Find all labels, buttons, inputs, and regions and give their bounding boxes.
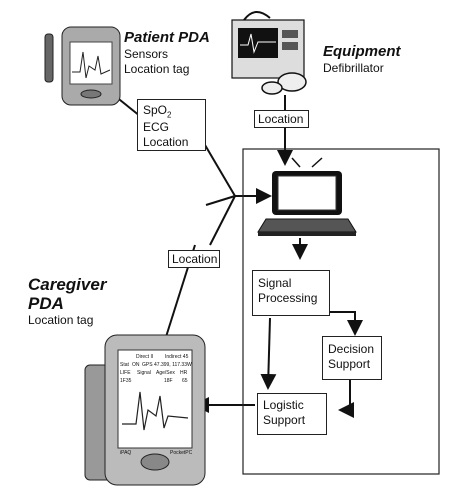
defibrillator-icon [231, 11, 307, 95]
patient-pda-icon [44, 26, 121, 106]
sensor-ecg: ECG [143, 120, 170, 135]
patient-pda-title: Patient PDA [124, 29, 210, 46]
pda-screen-row1-a: Direct II [136, 354, 153, 360]
pda-screen-row2-d: 47.399, 117.33W [154, 362, 192, 368]
patient-pda-location-tag: Location tag [124, 62, 190, 76]
sensor-location: Location [143, 135, 189, 150]
caregiver-location-tag: Location tag [28, 313, 94, 327]
pda-screen-row3-c: Age/Sex [156, 370, 175, 376]
sensor-spo2: SpO2 [143, 103, 172, 120]
pda-screen-row4-b: 18F [164, 378, 173, 384]
caregiver-title-line2: PDA [28, 294, 64, 313]
pda-screen-row1-b: Indirect 45 [165, 354, 189, 360]
caregiver-pda-icon [84, 334, 206, 486]
pda-screen-row3-d: HR [180, 370, 188, 376]
caregiver-title-line1: Caregiver [28, 275, 107, 294]
logistic-support-box: Logistic Support [257, 393, 327, 435]
pda-screen-row3-b: Signal [137, 370, 151, 376]
system-boundary [242, 148, 440, 475]
signal-processing-box: Signal Processing [252, 270, 330, 316]
pda-screen-row2-c: GPS [142, 362, 153, 368]
equipment-defibrillator: Defibrillator [323, 61, 384, 75]
laptop-icon [257, 157, 357, 236]
pda-screen-row2-a: Stat [120, 362, 130, 368]
patient-pda-sensors: Sensors [124, 47, 169, 61]
pda-brand-label: PocketPC [170, 450, 193, 456]
pda-screen-row3-a: LIFE [120, 370, 131, 376]
pda-screen-row2-b: ON [132, 362, 140, 368]
sensor-data-box: SpO2 ECG Location [137, 99, 206, 151]
equipment-title: Equipment [323, 43, 401, 60]
decision-support-box: Decision Support [322, 336, 382, 380]
pda-screen-row4-a: 1F35 [120, 378, 132, 384]
equipment-location-label: Location [254, 110, 309, 128]
caregiver-location-label: Location [168, 250, 220, 268]
pda-screen-row4-c: 65 [182, 378, 188, 384]
pda-model-label: iPAQ [120, 450, 131, 456]
